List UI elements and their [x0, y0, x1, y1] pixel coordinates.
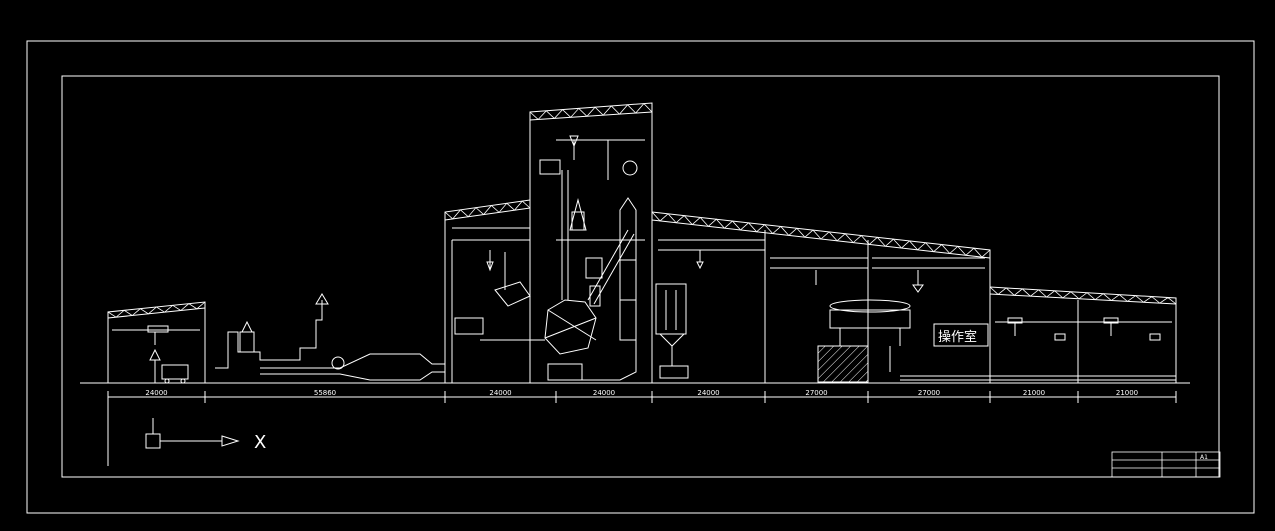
hatched-foundation: [817, 345, 869, 383]
operator-room-box: [933, 323, 989, 347]
outer-frame: [26, 40, 1255, 514]
equipment: [147, 135, 1176, 384]
truss-web: [989, 286, 1177, 305]
dimension-line: 24000 55860 24000 24000 24000 27000 27000 21000…: [107, 389, 1177, 403]
truss-web: [107, 301, 206, 318]
bay-dimension: 24000: [697, 389, 719, 397]
bay-dimension: 24000: [145, 389, 167, 397]
operator-room-label: 操作室: [938, 329, 977, 345]
bay-dimension: 55860: [314, 389, 336, 397]
bay-dimension: 21000: [1116, 389, 1138, 397]
title-block-sheet: A1: [1200, 454, 1208, 461]
title-block: [1111, 451, 1221, 478]
roof-trusses: [107, 103, 1177, 318]
bay-dimension: 27000: [805, 389, 827, 397]
axis-x-label: X: [254, 432, 266, 453]
truss-web: [444, 200, 531, 220]
ucs-axis-icon: [107, 402, 240, 466]
building-outline: [107, 102, 1177, 383]
bay-dimension: 24000: [593, 389, 615, 397]
truss-web: [651, 211, 991, 258]
truss-web: [529, 103, 653, 121]
bay-dimension: 27000: [918, 389, 940, 397]
bay-dimension: 21000: [1023, 389, 1045, 397]
bay-dimension: 24000: [489, 389, 511, 397]
inner-frame: [61, 75, 1220, 478]
